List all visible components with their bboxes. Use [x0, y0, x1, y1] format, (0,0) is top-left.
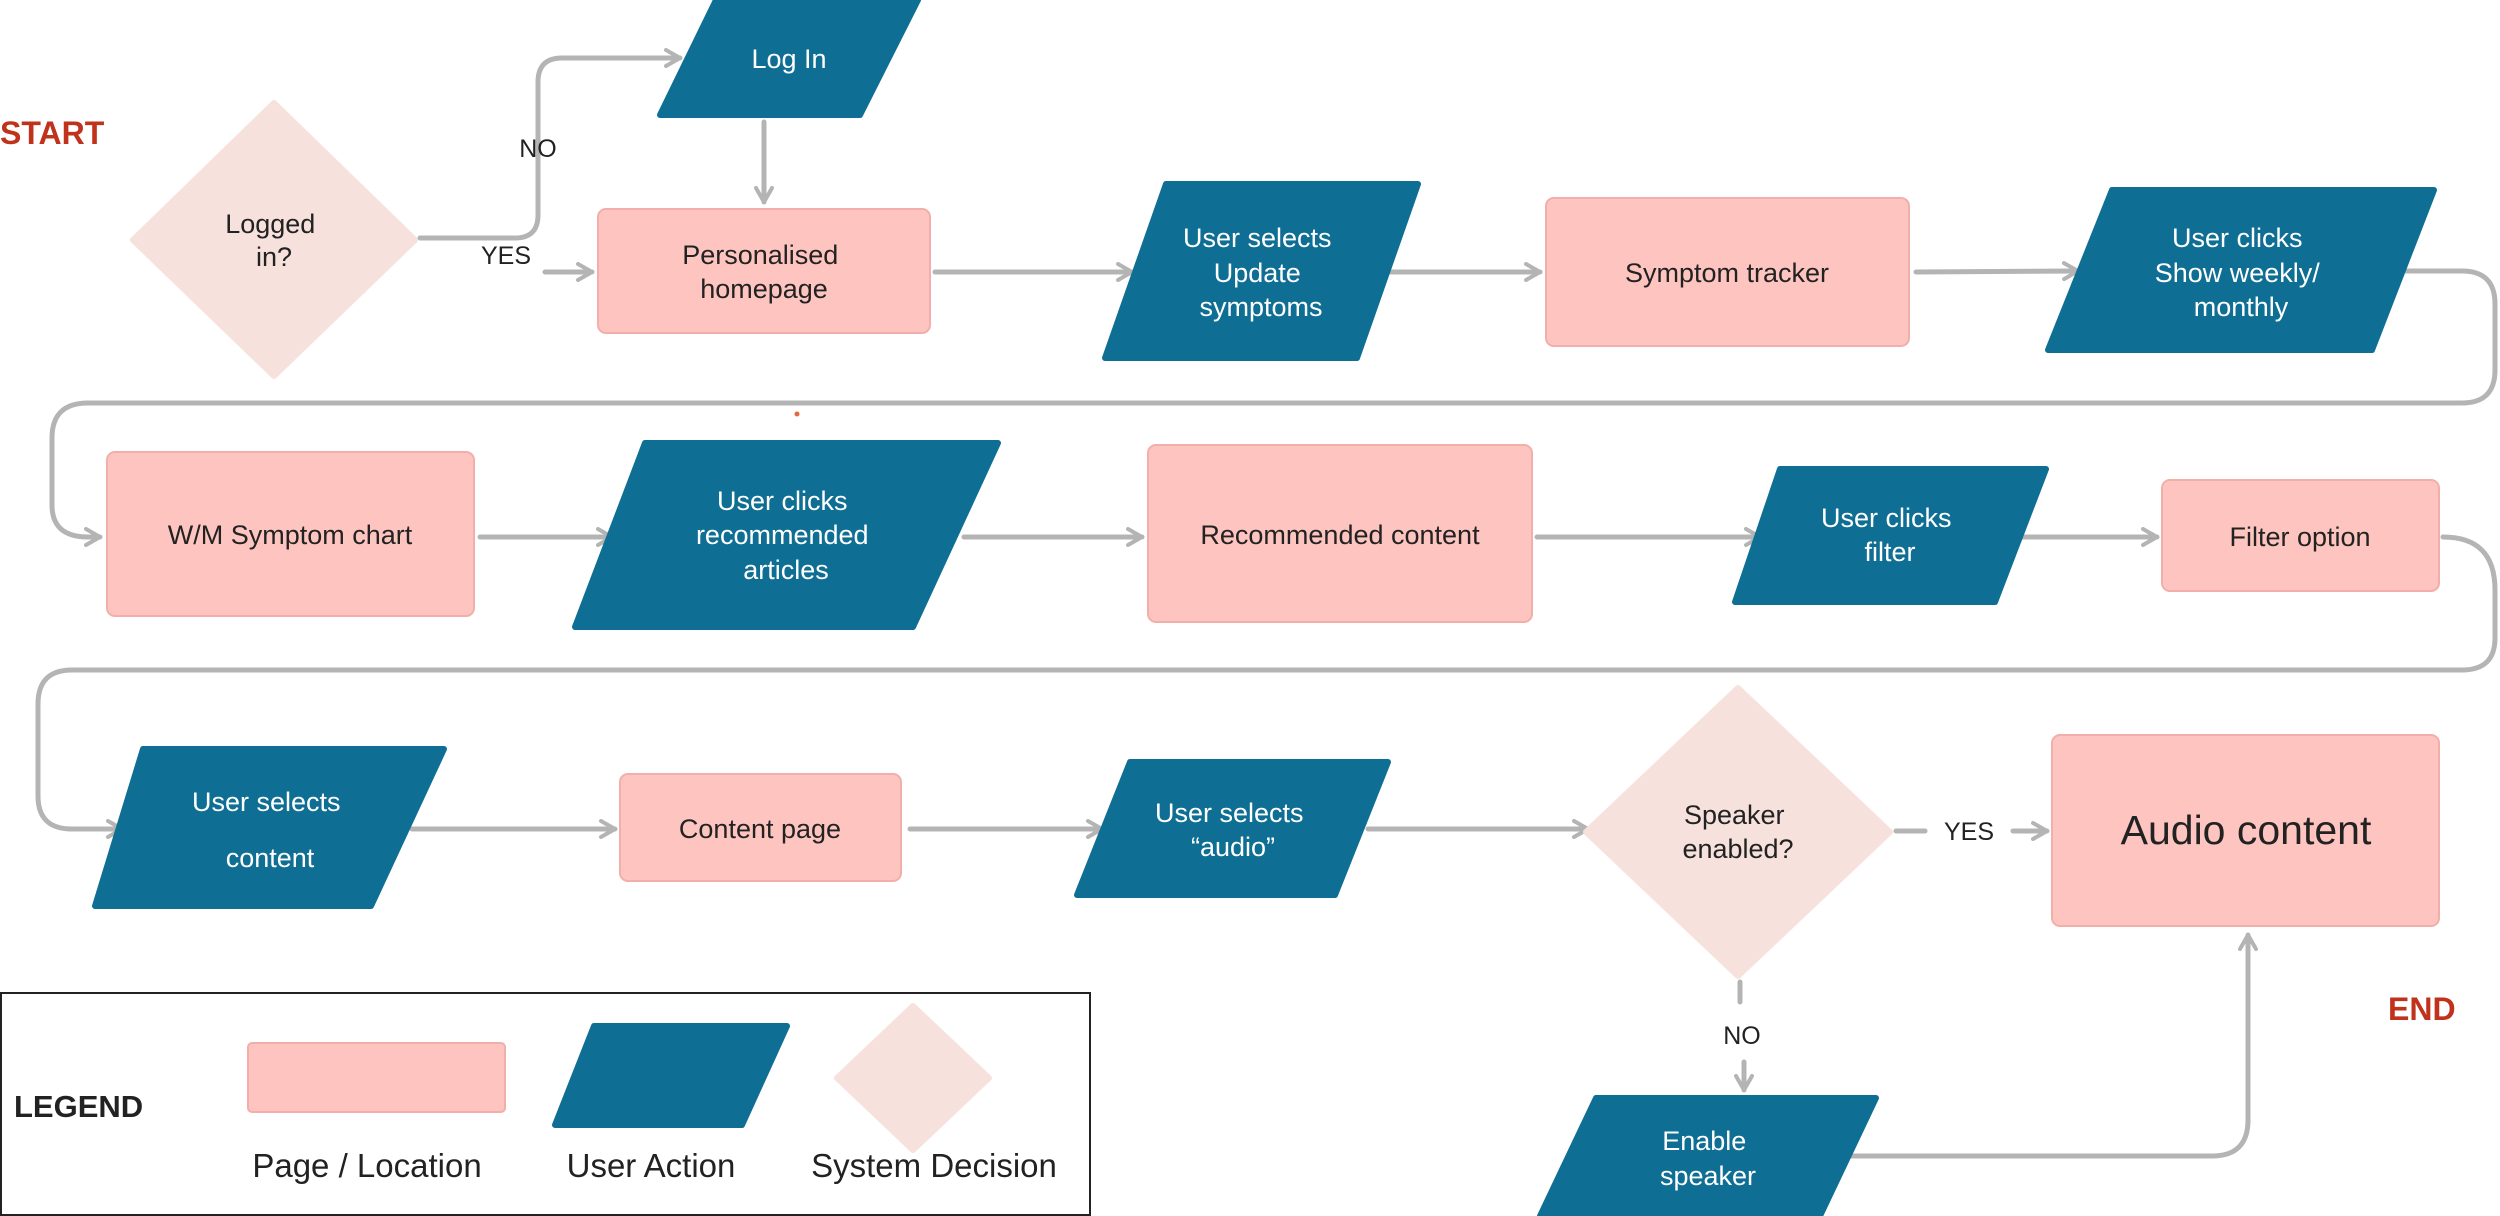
personalised-homepage-line-1: Personalised	[682, 240, 838, 270]
selects-content-line-2: content	[226, 843, 315, 873]
logged-in-line-1: Logged	[225, 209, 315, 239]
show-weekly-line-1: User clicks	[2172, 223, 2303, 253]
page-symptom-tracker[interactable]: Symptom tracker	[1545, 197, 1910, 347]
log-in-line-1: Log In	[751, 44, 826, 74]
clicks-recommended-line-3: articles	[743, 555, 829, 585]
selects-audio-line-2: “audio”	[1191, 832, 1275, 862]
start-label: START	[0, 115, 105, 151]
svg-text:User selects content: User selects content	[192, 787, 348, 873]
speaker-enabled-line-2: enabled?	[1682, 834, 1793, 864]
page-wm-symptom-chart[interactable]: W/M Symptom chart	[106, 451, 475, 617]
page-filter-option[interactable]: Filter option	[2161, 479, 2440, 592]
decision-speaker-enabled[interactable]: Speaker enabled?	[1583, 685, 1893, 979]
edge-enable-speaker-to-audio-content	[1847, 932, 2258, 1159]
update-symptoms-line-2: Update	[1214, 258, 1301, 288]
action-selects-audio[interactable]: User selects “audio”	[1074, 759, 1391, 898]
selects-audio-line-1: User selects	[1155, 798, 1304, 828]
action-selects-content[interactable]: User selects content	[92, 746, 447, 909]
clicks-recommended-line-2: recommended	[696, 520, 869, 550]
speaker-enabled-line-1: Speaker	[1684, 800, 1785, 830]
page-personalised-homepage[interactable]: Personalised homepage	[597, 208, 931, 334]
update-symptoms-line-3: symptoms	[1199, 292, 1322, 322]
recommended-content-line-1: Recommended content	[1200, 520, 1480, 550]
svg-text:Recommended content: Recommended content	[1200, 520, 1480, 550]
wm-symptom-chart-line-1: W/M Symptom chart	[168, 520, 413, 550]
page-audio-content[interactable]: Audio content	[2051, 734, 2440, 927]
svg-text:Content page: Content page	[679, 814, 841, 844]
stray-dot	[794, 411, 800, 417]
decision-logged-in[interactable]: Logged in?	[130, 100, 418, 379]
clicks-filter-line-1: User clicks	[1821, 503, 1952, 533]
svg-text:User clicks filter: User clicks filter	[1821, 503, 1959, 567]
svg-text:Personalised homepage: Personalised homepage	[682, 240, 846, 304]
svg-text:User selects “audio”: User selects “audio”	[1155, 798, 1311, 862]
edge-symptom-tracker-to-show-weekly	[1913, 261, 2081, 282]
action-clicks-filter[interactable]: User clicks filter	[1732, 466, 2049, 605]
action-enable-speaker[interactable]: Enable speaker	[1537, 1095, 1879, 1216]
edge-show-weekly-to-wm-chart	[49, 268, 2498, 547]
audio-content-line-1: Audio content	[2121, 807, 2372, 853]
edge-label-logged-in-yes: YES	[481, 242, 531, 270]
legend: LEGEND Page / Location User Action Syste…	[0, 992, 1091, 1216]
svg-text:Speaker enabled?: Speaker enabled?	[1682, 800, 1793, 864]
svg-text:Log In: Log In	[751, 44, 826, 74]
legend-decision-swatch	[834, 1003, 992, 1153]
logged-in-line-2: in?	[256, 242, 292, 272]
filter-option-line-1: Filter option	[2229, 522, 2370, 552]
svg-text:Filter option: Filter option	[2229, 522, 2370, 552]
svg-text:Audio content: Audio content	[2121, 807, 2372, 853]
show-weekly-line-2: Show weekly/	[2155, 258, 2321, 288]
action-log-in[interactable]: Log In	[657, 0, 921, 118]
end-label: END	[2388, 991, 2456, 1027]
legend-decision-label: System Decision	[811, 1147, 1057, 1184]
svg-text:Logged in?: Logged in?	[225, 209, 323, 272]
show-weekly-line-3: monthly	[2194, 292, 2289, 322]
symptom-tracker-line-1: Symptom tracker	[1625, 258, 1829, 288]
svg-text:Enable speaker: Enable speaker	[1660, 1126, 1756, 1191]
svg-text:W/M Symptom chart: W/M Symptom chart	[168, 520, 413, 550]
personalised-homepage-line-2: homepage	[700, 274, 828, 304]
enable-speaker-line-2: speaker	[1660, 1161, 1756, 1191]
legend-page-label: Page / Location	[252, 1147, 481, 1184]
content-page-line-1: Content page	[679, 814, 841, 844]
edge-label-speaker-yes: YES	[1944, 818, 1994, 846]
svg-text:User selects Update: User selects Update symptoms	[1183, 223, 1339, 322]
selects-content-line-1: User selects	[192, 787, 341, 817]
legend-page-swatch	[247, 1042, 506, 1113]
action-update-symptoms[interactable]: User selects Update symptoms	[1102, 181, 1421, 361]
edge-label-speaker-no: NO	[1723, 1022, 1761, 1050]
edge-filter-option-to-selects-content	[35, 534, 2498, 839]
clicks-recommended-line-1: User clicks	[717, 486, 848, 516]
page-recommended-content[interactable]: Recommended content	[1147, 444, 1533, 623]
legend-action-label: User Action	[567, 1147, 736, 1184]
edge-logged-in-no-to-log-in	[417, 48, 683, 241]
svg-text:Symptom tracker: Symptom tracker	[1625, 258, 1829, 288]
page-content-page[interactable]: Content page	[619, 773, 902, 882]
action-show-weekly-monthly[interactable]: User clicks Show weekly/ monthly	[2045, 187, 2437, 353]
edge-label-logged-in-no: NO	[519, 135, 557, 163]
enable-speaker-line-1: Enable	[1662, 1126, 1746, 1156]
action-clicks-recommended[interactable]: User clicks recommended articles	[572, 440, 1001, 630]
svg-text:User clicks Show weekly/: User clicks Show weekly/ monthly	[2155, 223, 2328, 322]
legend-title: LEGEND	[14, 1089, 143, 1124]
clicks-filter-line-2: filter	[1864, 537, 1915, 567]
svg-text:User clicks recommended: User clicks recommended articles	[696, 486, 876, 585]
legend-action-swatch	[552, 1023, 790, 1128]
update-symptoms-line-1: User selects	[1183, 223, 1332, 253]
